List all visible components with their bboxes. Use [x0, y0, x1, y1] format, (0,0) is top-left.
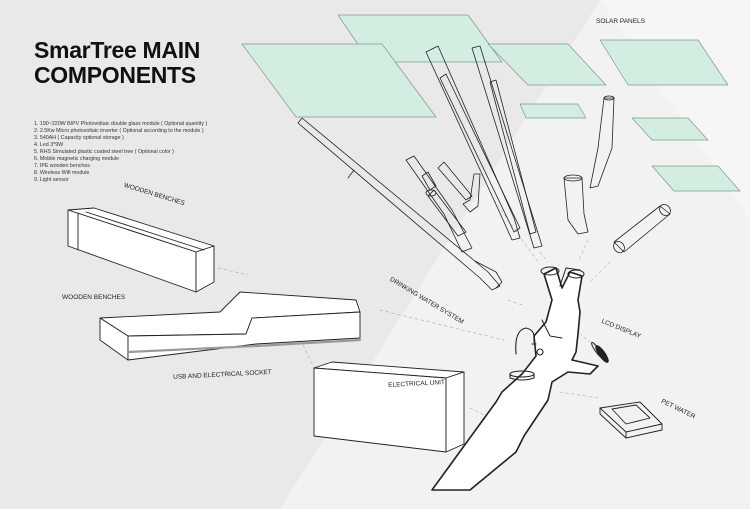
solar-panel	[631, 117, 709, 141]
solar-panel	[651, 165, 741, 192]
spec-item: 5. RHS Simulated plastic coated steel tr…	[34, 149, 174, 155]
label-solar-panels: SOLAR PANELS	[596, 18, 646, 25]
solar-panel	[241, 43, 437, 118]
tree-branches	[297, 45, 671, 291]
electrical-unit-box	[313, 361, 465, 453]
spec-item: 6. Mobile magnetic charging module	[34, 156, 120, 162]
branch	[489, 79, 537, 235]
wooden-bench-top	[67, 207, 215, 293]
lcd-display	[591, 342, 609, 363]
drinking-water-tap	[509, 327, 544, 381]
spec-item: 8. Wireless Wifi module	[34, 170, 90, 176]
spec-list: 1. 190~220W BIPV Photovoltaic double gla…	[34, 121, 207, 184]
branch	[439, 73, 521, 233]
branch	[613, 205, 671, 253]
solar-panel	[599, 39, 729, 86]
spec-item: 4. Led 3*9W	[34, 142, 64, 148]
page-title: SmarTree MAIN COMPONENTS	[34, 38, 200, 88]
branch	[437, 161, 473, 201]
branch	[427, 189, 467, 237]
branch	[471, 45, 543, 249]
spec-item: 7. IPE wooden benches	[34, 163, 90, 169]
stump	[563, 177, 589, 235]
branch	[589, 97, 615, 189]
branch	[425, 45, 521, 241]
tree-trunk	[431, 266, 599, 491]
title-line-1: SmarTree MAIN	[34, 37, 201, 63]
spec-item: 9. Light sensor	[34, 177, 69, 183]
title-line-2: COMPONENTS	[34, 62, 196, 88]
branch	[405, 155, 473, 253]
branch	[462, 173, 481, 213]
spec-item: 2. 2.5Kw Micro photovoltaic inverter ( O…	[34, 128, 204, 134]
branch	[297, 117, 501, 291]
label-wooden-benches-2: WOODEN BENCHES	[62, 294, 126, 301]
spec-item: 1. 190~220W BIPV Photovoltaic double gla…	[34, 121, 208, 127]
solar-panel	[519, 103, 587, 119]
pet-water-bowl	[599, 401, 663, 439]
wooden-bench-bottom	[99, 291, 362, 361]
spec-item: 3. 540AH ( Capacity optional storage )	[34, 135, 124, 141]
leader-lines	[217, 199, 611, 421]
solar-panels	[241, 14, 741, 192]
solar-panel	[487, 43, 607, 86]
branch	[421, 171, 437, 191]
